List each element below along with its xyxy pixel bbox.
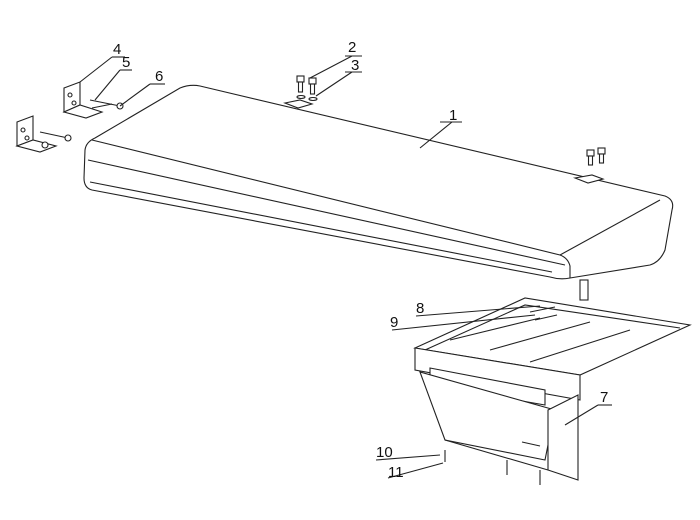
callout-10: 10: [376, 444, 393, 461]
hinge-bracket-lower: [15, 115, 72, 153]
callout-9: 9: [390, 314, 398, 331]
cushion-bracket-right: [572, 174, 605, 184]
bolts-top: [296, 75, 318, 102]
callout-7: 7: [600, 389, 608, 406]
seat-cushion: [83, 84, 674, 280]
leader-lines: [79, 55, 612, 479]
seat-base-frame: [413, 279, 692, 481]
callout-5: 5: [122, 54, 130, 71]
callout-6: 6: [155, 68, 163, 85]
callout-11: 11: [388, 464, 404, 481]
callout-4: 4: [113, 41, 121, 58]
callout-3: 3: [351, 57, 359, 74]
callout-8: 8: [416, 300, 424, 317]
callout-2: 2: [348, 39, 356, 56]
bolts-right: [586, 147, 606, 166]
bolts-frame: [444, 306, 558, 485]
callout-1: 1: [449, 107, 457, 124]
hinge-bracket-upper: [62, 81, 124, 119]
cushion-bracket-top: [283, 99, 314, 109]
